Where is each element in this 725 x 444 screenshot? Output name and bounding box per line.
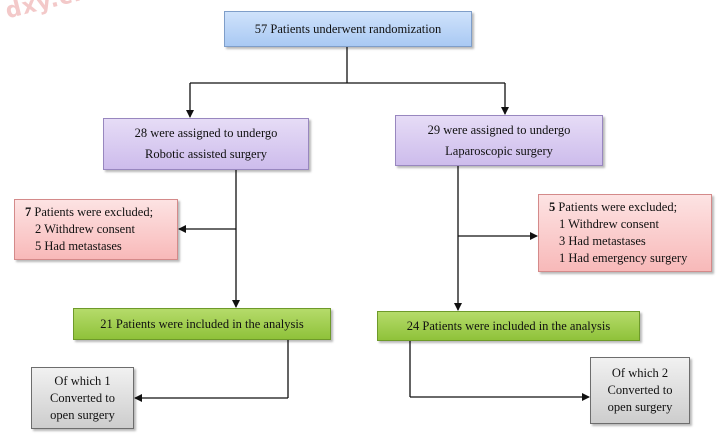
- laparoscopic-excluded-label: Patients were excluded;: [555, 200, 678, 214]
- robotic-excluded-box: 7 Patients were excluded; 2 Withdrew con…: [14, 199, 178, 260]
- robotic-excluded-label: Patients were excluded;: [31, 205, 154, 219]
- laparoscopic-excluded-reason: 3 Had metastases: [559, 234, 646, 248]
- robotic-assigned-line1: 28 were assigned to undergo: [134, 126, 278, 140]
- laparoscopic-converted-line3: open surgery: [607, 400, 673, 414]
- laparoscopic-excluded-reason: 1 Had emergency surgery: [559, 251, 688, 265]
- laparoscopic-assigned-line2: Laparoscopic surgery: [445, 143, 553, 158]
- laparoscopic-converted-box: Of which 2 Converted to open surgery: [590, 357, 690, 424]
- robotic-included-text: 21 Patients were included in the analysi…: [100, 316, 304, 331]
- robotic-excluded-heading: 7 Patients were excluded;: [25, 204, 177, 221]
- laparoscopic-assigned-box: 29 were assigned to undergo Laparoscopic…: [395, 115, 603, 166]
- laparoscopic-converted-line2: Converted to: [607, 383, 673, 397]
- randomization-box: 57 Patients underwent randomization: [224, 11, 472, 47]
- laparoscopic-excluded-heading: 5 Patients were excluded;: [549, 199, 711, 216]
- robotic-excluded-reason: 5 Had metastases: [35, 239, 122, 253]
- robotic-excluded-count: 7: [25, 205, 32, 219]
- laparoscopic-assigned-line1: 29 were assigned to undergo: [427, 122, 571, 137]
- robotic-converted-line1: Of which 1: [54, 373, 111, 388]
- robotic-assigned-box: 28 were assigned to undergo Robotic assi…: [103, 118, 309, 170]
- robotic-converted-line3: open surgery: [50, 407, 115, 422]
- robotic-converted-line2: Converted to: [50, 390, 115, 405]
- laparoscopic-converted-line1: Of which 2: [611, 366, 669, 380]
- laparoscopic-excluded-box: 5 Patients were excluded; 1 Withdrew con…: [538, 194, 712, 272]
- laparoscopic-excluded-count: 5: [549, 200, 556, 214]
- robotic-excluded-reason: 2 Withdrew consent: [35, 222, 135, 236]
- robotic-assigned-line2: Robotic assisted surgery: [145, 147, 267, 161]
- robotic-included-box: 21 Patients were included in the analysi…: [73, 308, 331, 340]
- randomization-text: 57 Patients underwent randomization: [254, 21, 442, 36]
- laparoscopic-included-box: 24 Patients were included in the analysi…: [377, 311, 640, 341]
- robotic-converted-box: Of which 1 Converted to open surgery: [31, 367, 134, 429]
- laparoscopic-excluded-reason: 1 Withdrew consent: [559, 217, 659, 231]
- laparoscopic-included-text: 24 Patients were included in the analysi…: [406, 318, 611, 333]
